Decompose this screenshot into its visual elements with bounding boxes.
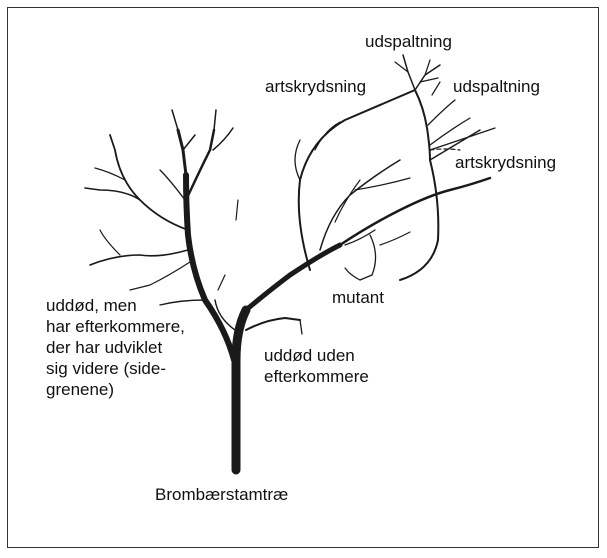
trunk [236,310,246,470]
text-line: der har udviklet [46,337,185,358]
label-artskrydsning-left: artskrydsning [265,76,366,97]
label-mutant: mutant [332,287,384,308]
text-line: grenene) [46,379,185,400]
label-artskrydsning-right: artskrydsning [455,152,556,173]
text-line: uddød uden [264,345,369,366]
text-line: sig videre (side- [46,358,185,379]
right-stem [246,245,340,310]
text-line: uddød, men [46,295,185,316]
label-udspaltning-right: udspaltning [453,76,540,97]
label-trunk: Brombærstamtræ [155,484,288,505]
label-extinct-with-descendants: uddød, men har efterkommere, der har udv… [46,295,185,400]
text-line: efterkommere [264,366,369,387]
label-extinct-without-descendants: uddød uden efterkommere [264,345,369,387]
left-stem [186,175,234,360]
text-line: har efterkommere, [46,316,185,337]
label-udspaltning-top: udspaltning [365,31,452,52]
